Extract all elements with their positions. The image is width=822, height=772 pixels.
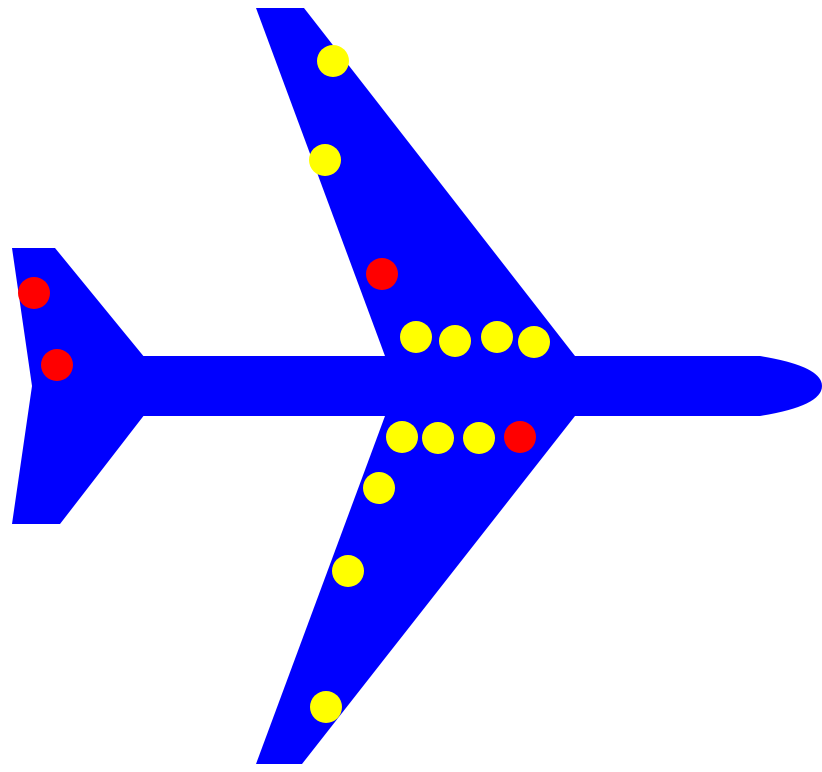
marker-yellow-lower-wing-root xyxy=(363,472,395,504)
upper-wing xyxy=(256,8,575,356)
fuselage xyxy=(95,356,822,416)
marker-red-lower-root-4 xyxy=(504,421,536,453)
marker-yellow-upper-wing-tip xyxy=(317,45,349,77)
lower-wing xyxy=(256,416,575,764)
marker-red-tail-lower xyxy=(41,349,73,381)
marker-red-tail-upper xyxy=(18,277,50,309)
marker-yellow-upper-root-2 xyxy=(439,325,471,357)
marker-red-upper-wing-root xyxy=(366,258,398,290)
marker-yellow-lower-root-3 xyxy=(463,422,495,454)
marker-yellow-upper-wing-mid xyxy=(309,144,341,176)
marker-yellow-upper-root-4 xyxy=(518,326,550,358)
marker-yellow-upper-root-1 xyxy=(400,321,432,353)
marker-yellow-lower-wing-mid xyxy=(332,555,364,587)
marker-yellow-lower-root-2 xyxy=(422,422,454,454)
airplane-body xyxy=(12,8,822,764)
marker-yellow-lower-root-1 xyxy=(386,421,418,453)
marker-yellow-lower-wing-tip xyxy=(310,691,342,723)
marker-yellow-upper-root-3 xyxy=(481,321,513,353)
